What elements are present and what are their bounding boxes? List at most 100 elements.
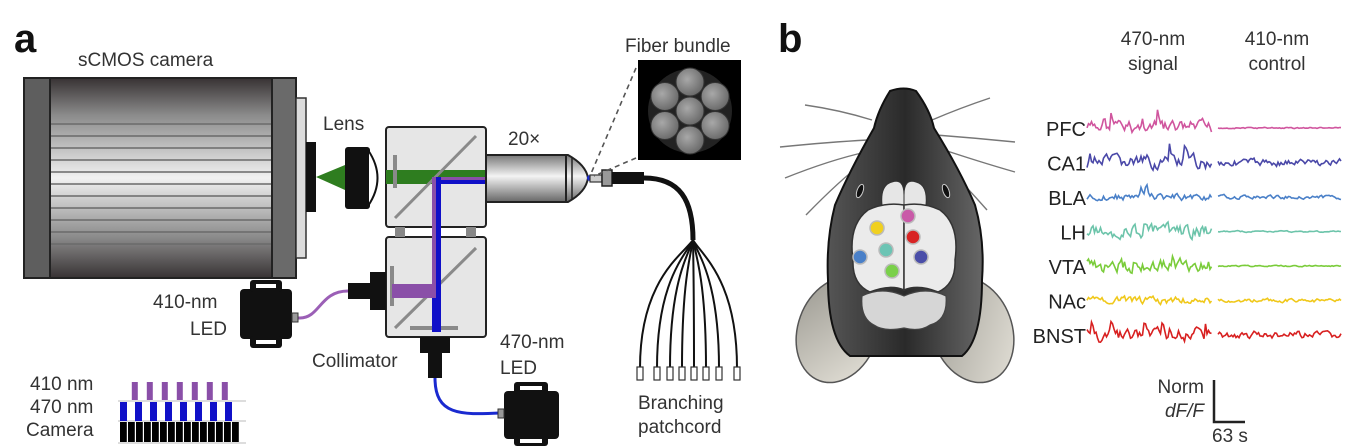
fiber-410 bbox=[296, 289, 349, 320]
control-trace-pfc bbox=[1217, 126, 1342, 130]
pulse-410 bbox=[161, 382, 168, 400]
fiber-core bbox=[700, 111, 730, 140]
site-pfc bbox=[900, 208, 916, 224]
scalebar-y-label-line1: Norm bbox=[1158, 377, 1204, 398]
fiber-bundle-image bbox=[638, 60, 741, 160]
right-hemisphere bbox=[903, 203, 957, 293]
left-eye bbox=[855, 183, 865, 199]
fiber-core bbox=[650, 82, 680, 111]
site-nac bbox=[869, 220, 885, 236]
branch-ferrule bbox=[678, 366, 686, 381]
inset-pointer-top bbox=[589, 67, 637, 177]
camera-label: sCMOS camera bbox=[78, 50, 214, 71]
patchcord-branch bbox=[656, 239, 694, 369]
lens bbox=[345, 146, 379, 210]
pulse-410 bbox=[221, 382, 228, 400]
signal-trace-vta bbox=[1086, 253, 1213, 275]
region-label-vta: VTA bbox=[1049, 257, 1087, 279]
control-trace-ca1 bbox=[1217, 156, 1342, 168]
region-label-bla: BLA bbox=[1048, 188, 1086, 210]
panel-letter-a: a bbox=[14, 17, 37, 61]
camera-frame bbox=[168, 422, 175, 442]
objective-label: 20× bbox=[508, 129, 540, 150]
patchcord-branch bbox=[692, 239, 707, 369]
fiber-470 bbox=[433, 377, 501, 416]
pulse-470 bbox=[180, 402, 187, 421]
camera-frame bbox=[192, 422, 199, 442]
pulse-470 bbox=[120, 402, 127, 421]
camera-frame bbox=[184, 422, 191, 442]
signal-trace-nac bbox=[1086, 294, 1213, 307]
blue-beam-horizontal bbox=[432, 177, 486, 184]
pulse-470 bbox=[195, 402, 202, 421]
branch-ferrule bbox=[702, 366, 710, 381]
objective-20x bbox=[485, 154, 593, 203]
signal-trace-ca1 bbox=[1086, 143, 1213, 173]
pulse-470 bbox=[165, 402, 172, 421]
fiber-core bbox=[675, 67, 705, 97]
scalebar-y-label-line2: dF/F bbox=[1165, 401, 1205, 422]
patchcord-branch bbox=[681, 239, 694, 369]
patchcord-branch bbox=[669, 239, 694, 369]
camera-frame bbox=[200, 422, 207, 442]
patchcord-branch bbox=[692, 239, 695, 369]
fiber-core bbox=[700, 82, 730, 111]
led-470 bbox=[497, 382, 559, 446]
signal-header-line1: 470-nm bbox=[1121, 29, 1185, 50]
scale-bar: Norm dF/F 63 s bbox=[1158, 377, 1248, 446]
collimator-label: Collimator bbox=[312, 351, 398, 372]
branch-ferrule bbox=[715, 366, 723, 381]
branch-ferrule bbox=[653, 366, 661, 381]
control-header-line1: 410-nm bbox=[1245, 29, 1309, 50]
timing-row-label-470: 470 nm bbox=[30, 397, 93, 418]
panel-a: a sCMOS camera Lens bbox=[14, 17, 741, 446]
camera-frame bbox=[216, 422, 223, 442]
camera-frame bbox=[152, 422, 159, 442]
fiber-core bbox=[675, 96, 705, 126]
led-410 bbox=[240, 280, 299, 348]
site-bla bbox=[852, 249, 868, 265]
site-ca1 bbox=[913, 249, 929, 265]
camera-frame bbox=[224, 422, 231, 442]
signal-trace-pfc bbox=[1086, 109, 1213, 135]
camera-frame bbox=[128, 422, 135, 442]
branch-ferrule bbox=[733, 366, 741, 381]
site-bnst bbox=[905, 229, 921, 245]
camera-frame bbox=[136, 422, 143, 442]
blue-beam-vertical bbox=[432, 177, 441, 332]
patchcord-label-line2: patchcord bbox=[638, 417, 721, 438]
inset-pointer-bottom bbox=[593, 157, 637, 177]
led410-label-line2: LED bbox=[190, 319, 227, 340]
timing-row-label-camera: Camera bbox=[26, 420, 94, 441]
cerebellum bbox=[861, 290, 947, 331]
signal-header-line2: signal bbox=[1128, 54, 1178, 75]
panel-b: b bbox=[778, 17, 1342, 446]
timing-diagram: 410 nm 470 nm Camera bbox=[26, 374, 246, 444]
region-label-ca1: CA1 bbox=[1047, 154, 1086, 176]
mouse-illustration bbox=[779, 87, 1016, 384]
fiber-core bbox=[675, 125, 705, 155]
camera-frame bbox=[176, 422, 183, 442]
led470-label-line2: LED bbox=[500, 358, 537, 379]
patchcord-branch bbox=[692, 239, 738, 369]
control-header-line2: control bbox=[1248, 54, 1305, 75]
branch-ferrule bbox=[666, 366, 674, 381]
collimator-410 bbox=[348, 272, 386, 310]
timing-row-label-410: 410 nm bbox=[30, 374, 93, 395]
site-vta bbox=[884, 263, 900, 279]
pulse-410 bbox=[131, 382, 138, 400]
region-label-pfc: PFC bbox=[1046, 119, 1086, 141]
right-eye bbox=[941, 183, 951, 199]
pulse-410 bbox=[146, 382, 153, 400]
pulse-470 bbox=[225, 402, 232, 421]
camera-frame bbox=[120, 422, 127, 442]
violet-beam bbox=[392, 284, 436, 298]
fiber-connector bbox=[589, 169, 644, 187]
site-lh bbox=[878, 242, 894, 258]
lens-label: Lens bbox=[323, 114, 364, 135]
signal-trace-bla bbox=[1086, 182, 1213, 202]
led470-label-line1: 470-nm bbox=[500, 332, 564, 353]
scalebar-x-label: 63 s bbox=[1212, 426, 1248, 446]
